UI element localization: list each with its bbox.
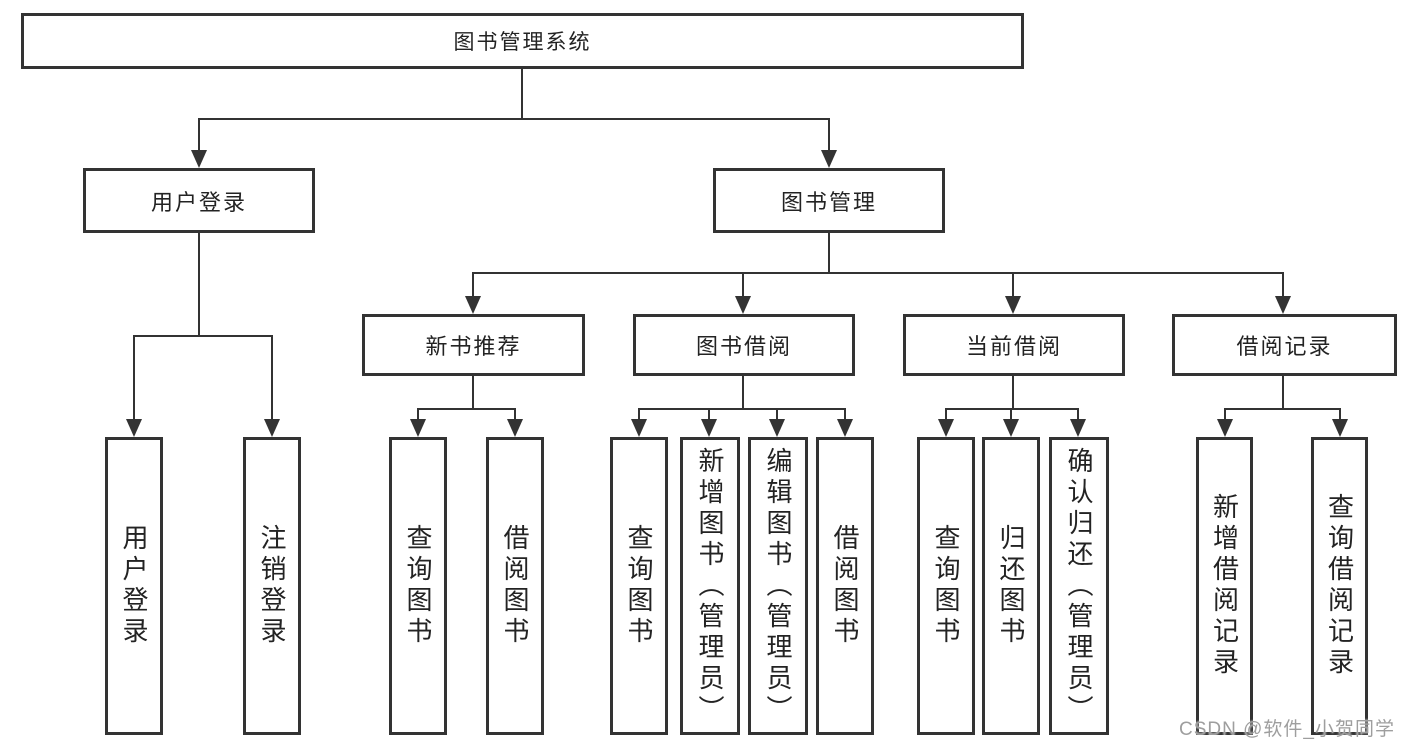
node-root: 图书管理系统 xyxy=(21,13,1024,69)
node-new-book-recommend-label: 新书推荐 xyxy=(425,334,522,359)
node-new-book-recommend: 新书推荐 xyxy=(362,314,585,376)
leaf-add-books-admin-label: 新增图书（管理员） xyxy=(695,446,725,726)
connector-line xyxy=(945,408,1079,410)
node-user-login: 用户登录 xyxy=(83,168,315,233)
leaf-query-books-3: 查询图书 xyxy=(917,437,975,735)
connector-line xyxy=(844,408,846,421)
connector-line xyxy=(1339,408,1341,421)
arrowhead xyxy=(507,419,523,437)
connector-line xyxy=(1224,408,1226,421)
connector-line xyxy=(828,233,830,272)
leaf-add-borrow-record: 新增借阅记录 xyxy=(1196,437,1253,735)
arrowhead xyxy=(465,296,481,314)
arrowhead xyxy=(821,150,837,168)
arrowhead xyxy=(1005,296,1021,314)
leaf-user-login-label: 用户登录 xyxy=(119,524,149,648)
arrowhead xyxy=(735,296,751,314)
connector-line xyxy=(417,408,516,410)
connector-line xyxy=(945,408,947,421)
connector-line xyxy=(472,272,474,298)
connector-line xyxy=(271,335,273,421)
leaf-add-borrow-record-label: 新增借阅记录 xyxy=(1209,493,1240,679)
arrowhead xyxy=(1003,419,1019,437)
connector-line xyxy=(198,118,830,120)
connector-line xyxy=(1077,408,1079,421)
leaf-logout: 注销登录 xyxy=(243,437,301,735)
node-current-borrow-label: 当前借阅 xyxy=(965,334,1062,359)
connector-line xyxy=(521,68,523,118)
node-book-management: 图书管理 xyxy=(713,168,945,233)
connector-line xyxy=(198,233,200,335)
arrowhead xyxy=(701,419,717,437)
leaf-borrow-books-2-label: 借阅图书 xyxy=(830,524,860,648)
arrowhead xyxy=(1332,419,1348,437)
connector-line xyxy=(638,408,640,421)
connector-line xyxy=(1012,272,1014,298)
node-borrow-records-label: 借阅记录 xyxy=(1236,334,1333,359)
leaf-query-books-1-label: 查询图书 xyxy=(403,524,433,648)
leaf-query-borrow-record-label: 查询借阅记录 xyxy=(1324,493,1355,679)
connector-line xyxy=(1010,408,1012,421)
leaf-query-books-2-label: 查询图书 xyxy=(624,524,654,648)
arrowhead xyxy=(631,419,647,437)
connector-line xyxy=(828,118,830,152)
node-book-borrow: 图书借阅 xyxy=(633,314,855,376)
connector-line xyxy=(776,408,778,421)
leaf-borrow-books-1-label: 借阅图书 xyxy=(500,524,530,648)
leaf-edit-books-admin: 编辑图书（管理员） xyxy=(748,437,808,735)
connector-line xyxy=(417,408,419,421)
connector-line xyxy=(514,408,516,421)
node-book-management-label: 图书管理 xyxy=(780,189,877,215)
arrowhead xyxy=(126,419,142,437)
node-book-borrow-label: 图书借阅 xyxy=(695,334,792,359)
arrowhead xyxy=(191,150,207,168)
leaf-borrow-books-2: 借阅图书 xyxy=(816,437,874,735)
connector-line xyxy=(1224,408,1341,410)
leaf-query-borrow-record: 查询借阅记录 xyxy=(1311,437,1368,735)
leaf-borrow-books-1: 借阅图书 xyxy=(486,437,544,735)
connector-line xyxy=(742,272,744,298)
connector-line xyxy=(133,335,273,337)
node-current-borrow: 当前借阅 xyxy=(903,314,1125,376)
arrowhead xyxy=(1070,419,1086,437)
arrowhead xyxy=(1217,419,1233,437)
connector-line xyxy=(133,335,135,421)
connector-line xyxy=(198,118,200,152)
leaf-return-books: 归还图书 xyxy=(982,437,1040,735)
arrowhead xyxy=(264,419,280,437)
leaf-add-books-admin: 新增图书（管理员） xyxy=(680,437,740,735)
leaf-confirm-return-admin-label: 确认归还（管理员） xyxy=(1064,446,1094,726)
connector-line xyxy=(1012,376,1014,408)
leaf-query-books-2: 查询图书 xyxy=(610,437,668,735)
connector-line xyxy=(638,408,846,410)
arrowhead xyxy=(938,419,954,437)
connector-line xyxy=(472,376,474,408)
leaf-logout-label: 注销登录 xyxy=(257,524,287,648)
node-root-label: 图书管理系统 xyxy=(453,31,592,54)
connector-line xyxy=(708,408,710,421)
leaf-edit-books-admin-label: 编辑图书（管理员） xyxy=(763,446,793,726)
leaf-confirm-return-admin: 确认归还（管理员） xyxy=(1049,437,1109,735)
arrowhead xyxy=(1275,296,1291,314)
leaf-query-books-1: 查询图书 xyxy=(389,437,447,735)
node-borrow-records: 借阅记录 xyxy=(1172,314,1397,376)
arrowhead xyxy=(837,419,853,437)
leaf-return-books-label: 归还图书 xyxy=(996,524,1026,648)
connector-line xyxy=(1282,376,1284,408)
connector-line xyxy=(742,376,744,408)
connector-line xyxy=(472,272,1284,274)
arrowhead xyxy=(769,419,785,437)
csdn-watermark: CSDN @软件_小贺同学 xyxy=(1179,719,1395,740)
leaf-query-books-3-label: 查询图书 xyxy=(931,524,961,648)
connector-line xyxy=(1282,272,1284,298)
leaf-user-login: 用户登录 xyxy=(105,437,163,735)
arrowhead xyxy=(410,419,426,437)
node-user-login-label: 用户登录 xyxy=(150,189,247,215)
